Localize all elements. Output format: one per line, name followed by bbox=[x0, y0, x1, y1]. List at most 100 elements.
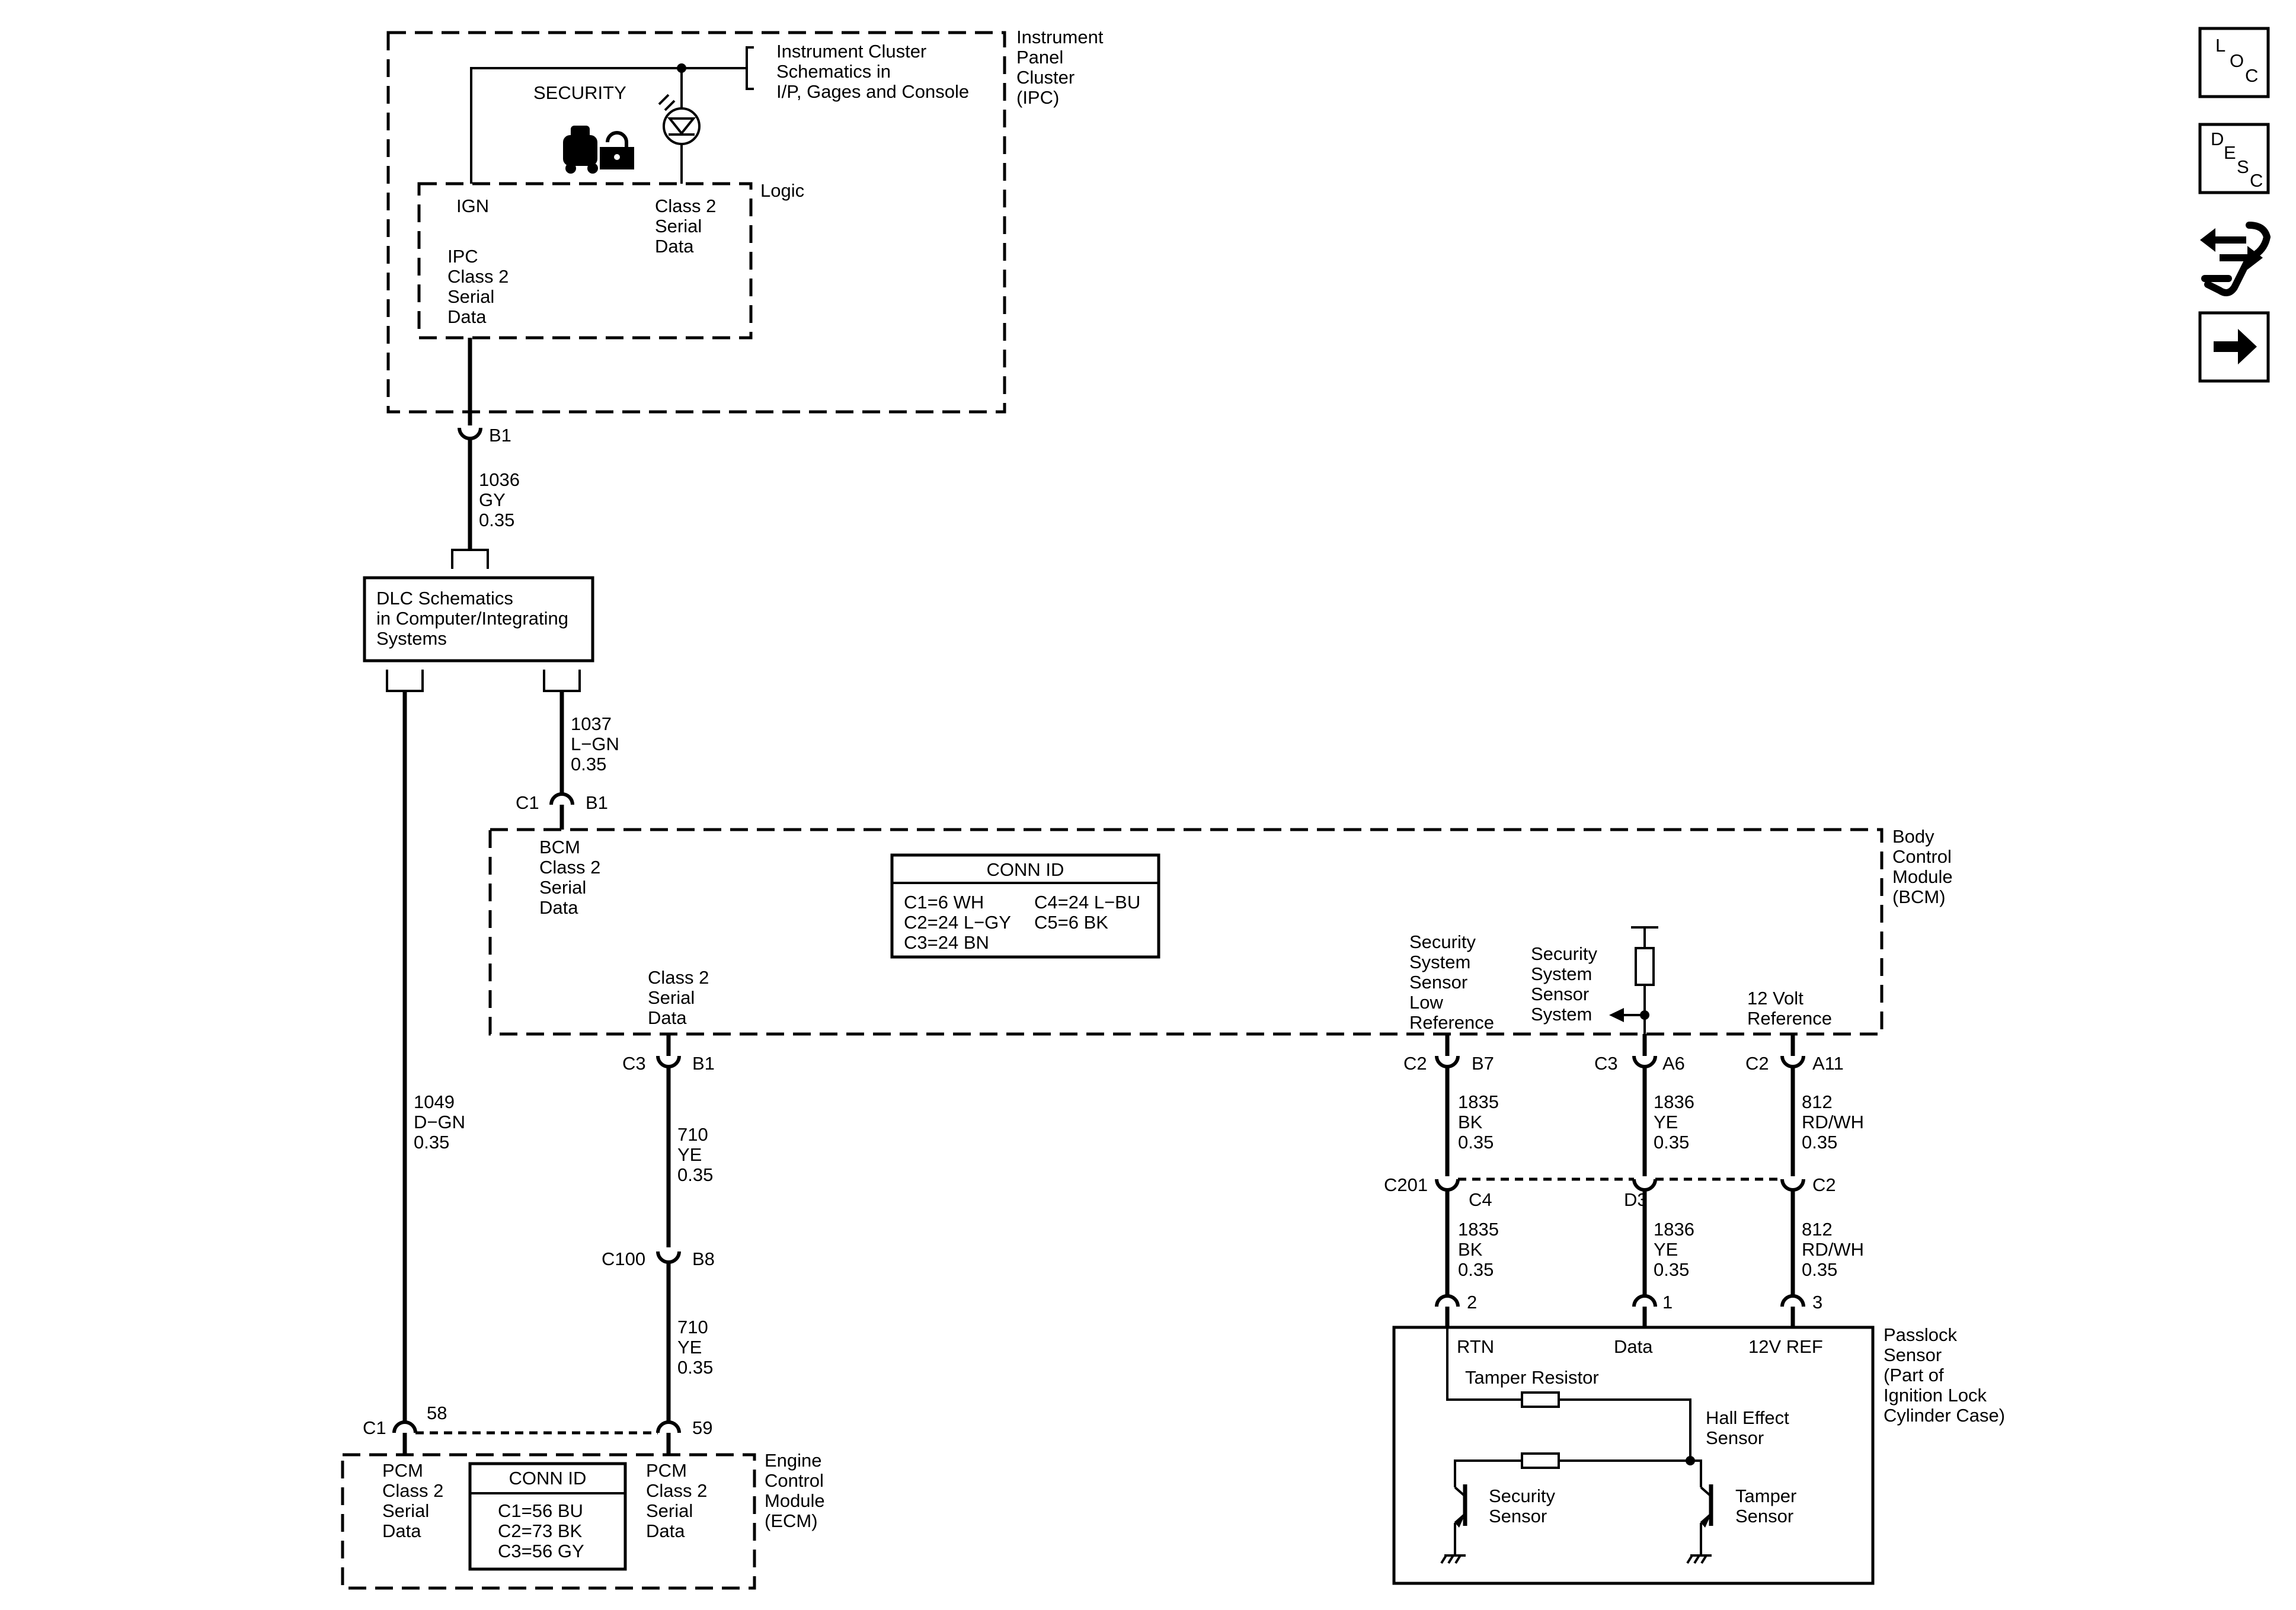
wire-1036-label: 1036 GY 0.35 bbox=[479, 469, 525, 530]
loc-letter-l: L bbox=[2215, 35, 2225, 56]
cluster-ref-text: Instrument Cluster Schematics in I/P, Ga… bbox=[776, 41, 969, 102]
bcm-outline bbox=[488, 828, 1884, 1036]
ecm-pcm-left-label: PCM Class 2 Serial Data bbox=[382, 1460, 449, 1541]
bcm-conn-id-title: CONN ID bbox=[987, 859, 1064, 880]
ecm-name: Engine Control Module (ECM) bbox=[765, 1450, 830, 1531]
security-label: SECURITY bbox=[533, 82, 626, 103]
ecm-pin59-label: 59 bbox=[692, 1417, 712, 1438]
bcm-bottom-connectors: C3 B1 C2 B7 C3 A6 C2 A11 bbox=[622, 1034, 1844, 1074]
wrench-arrows-icon[interactable] bbox=[2200, 222, 2271, 296]
wire-1835b-label: 1835 BK 0.35 bbox=[1458, 1219, 1504, 1280]
dlc-block: DLC Schematics in Computer/Integrating S… bbox=[363, 549, 594, 692]
arrow-right-icon bbox=[2238, 329, 2257, 364]
security-feed-wire bbox=[1454, 1459, 1522, 1487]
ipc-data-label: IPC Class 2 Serial Data bbox=[447, 246, 514, 327]
bcm-name: Body Control Module (BCM) bbox=[1892, 826, 1958, 907]
hall-effect-label: Hall Effect Sensor bbox=[1706, 1407, 1794, 1448]
bcm-c1-label: C1 bbox=[516, 792, 539, 813]
ipc-b1-connector bbox=[458, 427, 482, 440]
ecm-module: C1 58 59 Engine Control Module (ECM) PCM… bbox=[341, 1403, 830, 1590]
bcm-c2-b7-connector bbox=[1435, 1055, 1460, 1068]
bcm-c3-b1-connector bbox=[656, 1055, 681, 1068]
rtn-internal-wire bbox=[1446, 1327, 1522, 1401]
bcm-c2b-label: C2 bbox=[1745, 1053, 1769, 1074]
bcm-c3b-label: C3 bbox=[1594, 1053, 1618, 1074]
logic-label: Logic bbox=[760, 180, 804, 201]
ecm-pin58-label: 58 bbox=[427, 1403, 447, 1423]
bcm-data-label: BCM Class 2 Serial Data bbox=[539, 837, 606, 918]
sensor-system-label: Security System Sensor System bbox=[1531, 943, 1603, 1025]
c201-pin-c4: C4 bbox=[1469, 1189, 1492, 1210]
wire-1836a-label: 1836 YE 0.35 bbox=[1654, 1092, 1700, 1153]
security-resistor bbox=[1521, 1452, 1560, 1469]
ipc-module: Instrument Panel Cluster (IPC) Instrumen… bbox=[386, 27, 1108, 414]
car-lock-icon bbox=[563, 126, 634, 174]
tamper-feed-wire bbox=[1690, 1459, 1702, 1487]
bcm-module: Body Control Module (BCM) BCM Class 2 Se… bbox=[488, 826, 1958, 1036]
ecm-pcm-right-label: PCM Class 2 Serial Data bbox=[646, 1460, 712, 1541]
passlock-pin-2: 2 bbox=[1467, 1292, 1477, 1313]
low-reference-label: Security System Sensor Low Reference bbox=[1409, 932, 1494, 1033]
desc-letter-c: C bbox=[2250, 170, 2263, 191]
c201-pin-c2: C2 bbox=[1812, 1174, 1836, 1195]
ipc-ref-bracket bbox=[746, 46, 754, 90]
passlock-sensor: 2 1 3 Passlock Sensor (Part of Ignition … bbox=[1392, 1292, 2005, 1585]
wire-812b-label: 812 RD/WH 0.35 bbox=[1802, 1219, 1869, 1280]
c201-label: C201 bbox=[1384, 1174, 1428, 1195]
ecm-c1-59-connector bbox=[656, 1420, 681, 1433]
bcm-c2-label: C2 bbox=[1403, 1053, 1427, 1074]
bcm-conn-id-table: CONN ID C1=6 WH C2=24 L−GY C3=24 BN C4=2… bbox=[890, 853, 1160, 959]
ipc-outline bbox=[386, 31, 1006, 414]
bcm-conn-ids-right: C4=24 L−BU C5=6 BK bbox=[1034, 892, 1146, 933]
tamper-wire bbox=[1559, 1398, 1691, 1461]
c201-connector: C201 C4 D3 C2 bbox=[1384, 1174, 1836, 1210]
ecm-outline bbox=[341, 1453, 756, 1590]
desc-button[interactable]: D E S C bbox=[2198, 123, 2270, 194]
wire-812a-label: 812 RD/WH 0.35 bbox=[1802, 1092, 1869, 1153]
ecm-c1-58-connector bbox=[392, 1420, 417, 1433]
bcm-b1-bottom-label: B1 bbox=[692, 1053, 715, 1074]
dlc-box bbox=[363, 576, 594, 662]
bcm-c3-label: C3 bbox=[622, 1053, 646, 1074]
pin-label-12v-ref: 12V REF bbox=[1748, 1336, 1823, 1357]
dlc-bottom-connector-left bbox=[386, 670, 424, 692]
pin-label-rtn: RTN bbox=[1457, 1336, 1494, 1357]
ipc-name: Instrument Panel Cluster (IPC) bbox=[1016, 27, 1108, 108]
bcm-a6-label: A6 bbox=[1662, 1053, 1685, 1074]
security-sensor-transistor bbox=[1440, 1484, 1467, 1564]
bcm-c3-a6-connector bbox=[1632, 1055, 1657, 1068]
tamper-sensor-transistor bbox=[1686, 1484, 1713, 1564]
security-led-icon bbox=[658, 68, 701, 184]
loc-button[interactable]: L O C bbox=[2198, 27, 2270, 98]
ecm-conn-id-title: CONN ID bbox=[509, 1468, 587, 1489]
bcm-b7-label: B7 bbox=[1472, 1053, 1494, 1074]
c100-label: C100 bbox=[602, 1249, 645, 1269]
security-sensor-label: Security Sensor bbox=[1489, 1486, 1560, 1526]
wire-1836b-label: 1836 YE 0.35 bbox=[1654, 1219, 1700, 1280]
tamper-resistor-label: Tamper Resistor bbox=[1465, 1367, 1599, 1388]
loc-letter-o: O bbox=[2230, 50, 2244, 71]
ipc-logic-class2-label: Class 2 Serial Data bbox=[655, 196, 721, 257]
wire-1835a-label: 1835 BK 0.35 bbox=[1458, 1092, 1504, 1153]
bcm-class2-label: Class 2 Serial Data bbox=[648, 967, 714, 1028]
pin-label-data: Data bbox=[1614, 1336, 1653, 1357]
tamper-sensor-label: Tamper Sensor bbox=[1735, 1486, 1802, 1526]
desc-letter-s: S bbox=[2237, 156, 2249, 177]
dlc-top-connector bbox=[451, 549, 489, 569]
c100-connector bbox=[656, 1251, 681, 1264]
ecm-conn-ids: C1=56 BU C2=73 BK C3=56 GY bbox=[498, 1500, 589, 1561]
bcm-conn-ids-left: C1=6 WH C2=24 L−GY C3=24 BN bbox=[904, 892, 1016, 953]
wire-710b-label: 710 YE 0.35 bbox=[677, 1317, 713, 1378]
bcm-c1-b1-connector bbox=[549, 792, 574, 805]
ign-label: IGN bbox=[456, 196, 489, 216]
bcm-a11-label: A11 bbox=[1812, 1053, 1844, 1074]
desc-letter-d: D bbox=[2211, 129, 2224, 149]
tamper-resistor bbox=[1521, 1391, 1560, 1408]
passlock-pin-1: 1 bbox=[1662, 1292, 1673, 1313]
dlc-bottom-connector-right bbox=[543, 670, 581, 692]
pullup-resistor bbox=[1609, 926, 1658, 1034]
next-arrow-button[interactable] bbox=[2198, 311, 2270, 383]
c100-pin: B8 bbox=[692, 1249, 715, 1269]
ipc-ign-wire bbox=[470, 67, 682, 184]
